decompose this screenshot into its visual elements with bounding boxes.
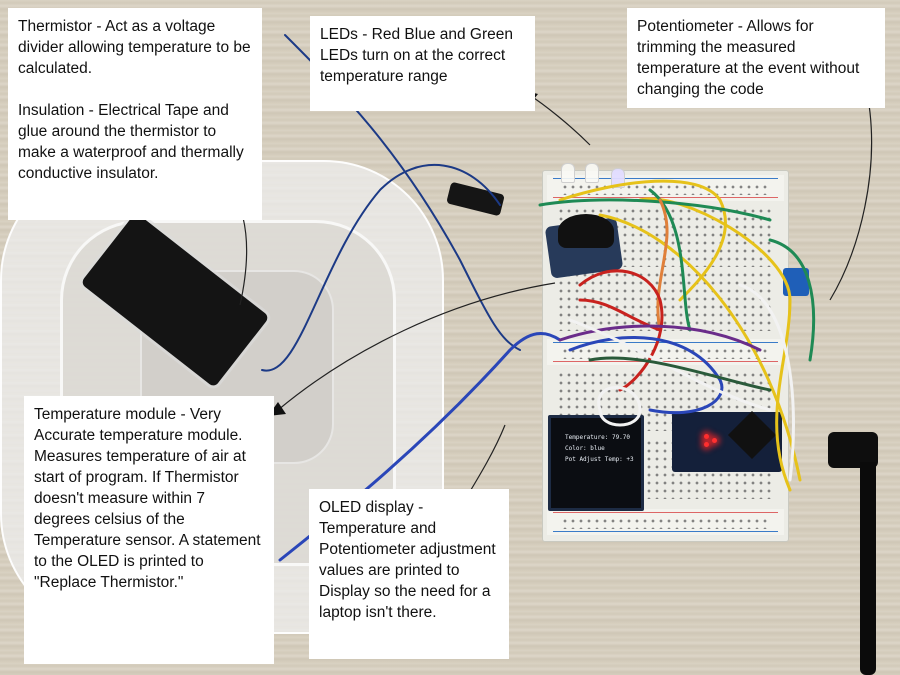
arrow-line-temp-module [277, 282, 556, 411]
annotation-leds: LEDs - Red Blue and Green LEDs turn on a… [310, 16, 535, 111]
arrow-line-leds [527, 93, 591, 146]
wire-orange [656, 198, 669, 332]
led-green [585, 163, 599, 183]
annotation-potentiometer: Potentiometer - Allows for trimming the … [627, 8, 885, 108]
annotation-temperature-module: Temperature module - Very Accurate tempe… [24, 396, 274, 664]
wire-white-loop [597, 386, 642, 427]
nano-status-led [712, 438, 717, 443]
wire-thermistor-blue [261, 164, 501, 372]
wire-yellow [558, 179, 727, 302]
wire-white-2 [738, 283, 795, 482]
annotation-oled-display: OLED display - Temperature and Potentiom… [309, 489, 509, 659]
led-blue [611, 168, 625, 188]
wire-yellow-2 [598, 213, 802, 482]
oled-display: Temperature: 79.70 Color: blue Pot Adjus… [548, 415, 644, 511]
usb-cable [860, 462, 876, 675]
wire-purple [558, 324, 762, 352]
oled-line-color: Color: blue [565, 445, 605, 452]
wire-white [568, 318, 772, 412]
power-rail-bottom [547, 509, 784, 535]
oled-line-pot-adjust: Pot Adjust Temp: +3 [565, 456, 634, 463]
wire-red [578, 269, 664, 392]
temperature-module-cap [558, 214, 614, 248]
annotation-thermistor-insulation: Thermistor - Act as a voltage divider al… [8, 8, 262, 220]
wire-green [538, 198, 772, 222]
nano-status-led [704, 442, 709, 447]
wire-dark-green [588, 356, 772, 392]
wire-yellow-3 [638, 197, 792, 492]
oled-line-temperature: Temperature: 79.70 [565, 434, 631, 441]
arrow-line-potentiometer [829, 97, 873, 301]
led-red [561, 163, 575, 183]
wire-blue [568, 336, 724, 415]
nano-power-led [704, 434, 709, 439]
wire-green-2 [768, 238, 816, 362]
